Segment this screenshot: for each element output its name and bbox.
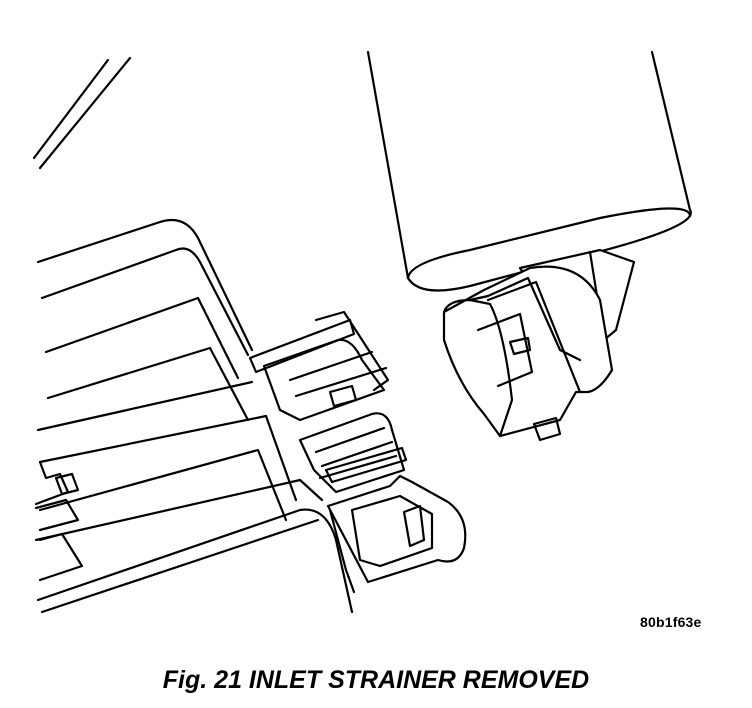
figure-reference-code: 80b1f63e (640, 614, 702, 630)
figure-caption: Fig. 21 INLET STRAINER REMOVED (162, 666, 590, 694)
outlet-connector (248, 310, 406, 494)
strainer-nozzle (442, 265, 614, 442)
pump-housing (34, 218, 354, 614)
retaining-clip (324, 446, 467, 594)
fuel-line-tubes (32, 56, 132, 170)
